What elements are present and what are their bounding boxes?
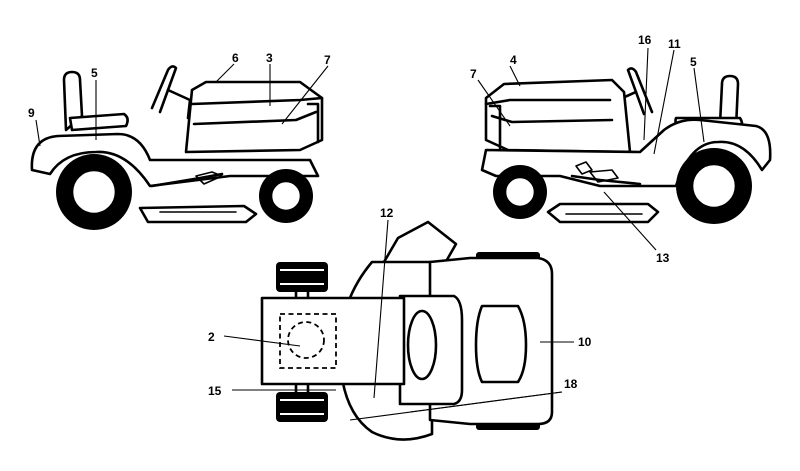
steering-wheel-right: [626, 67, 654, 116]
callout-7-right: 7: [470, 67, 477, 81]
callout-9: 9: [28, 106, 35, 120]
callout-7-left: 7: [324, 53, 331, 67]
seat-outline-top: [279, 313, 337, 369]
leader-lines: [35, 47, 705, 421]
callout-15: 15: [208, 384, 222, 398]
rear-tire-top-upper: [276, 262, 328, 292]
callout-labels: 5 9 6 3 7 4 7 16 11 5 13 12 2 15 10 18: [28, 33, 697, 398]
rear-tire-top-lower: [276, 392, 328, 422]
callout-3: 3: [266, 51, 273, 65]
top-view: [260, 220, 554, 441]
seat-platform-top: [260, 296, 406, 386]
callout-18: 18: [564, 377, 578, 391]
callout-5-right: 5: [690, 55, 697, 69]
callout-10: 10: [578, 335, 592, 349]
steering-wheel-left: [150, 65, 178, 114]
callout-2: 2: [208, 330, 215, 344]
seat-back-left: [62, 70, 84, 132]
callout-5-left: 5: [91, 66, 98, 80]
mower-deck-right: [546, 202, 660, 224]
seat-back-right: [718, 74, 740, 130]
right-side-view: [480, 67, 772, 224]
callout-4: 4: [510, 53, 517, 67]
callout-16: 16: [638, 33, 652, 47]
seat-cushion-left: [68, 112, 129, 132]
callout-13: 13: [656, 251, 670, 265]
callout-11: 11: [668, 37, 681, 51]
mower-deck-left: [138, 204, 258, 224]
left-side-view: [30, 65, 324, 230]
callout-6: 6: [232, 51, 239, 65]
callout-12: 12: [380, 206, 394, 220]
hood-right: [484, 78, 632, 154]
